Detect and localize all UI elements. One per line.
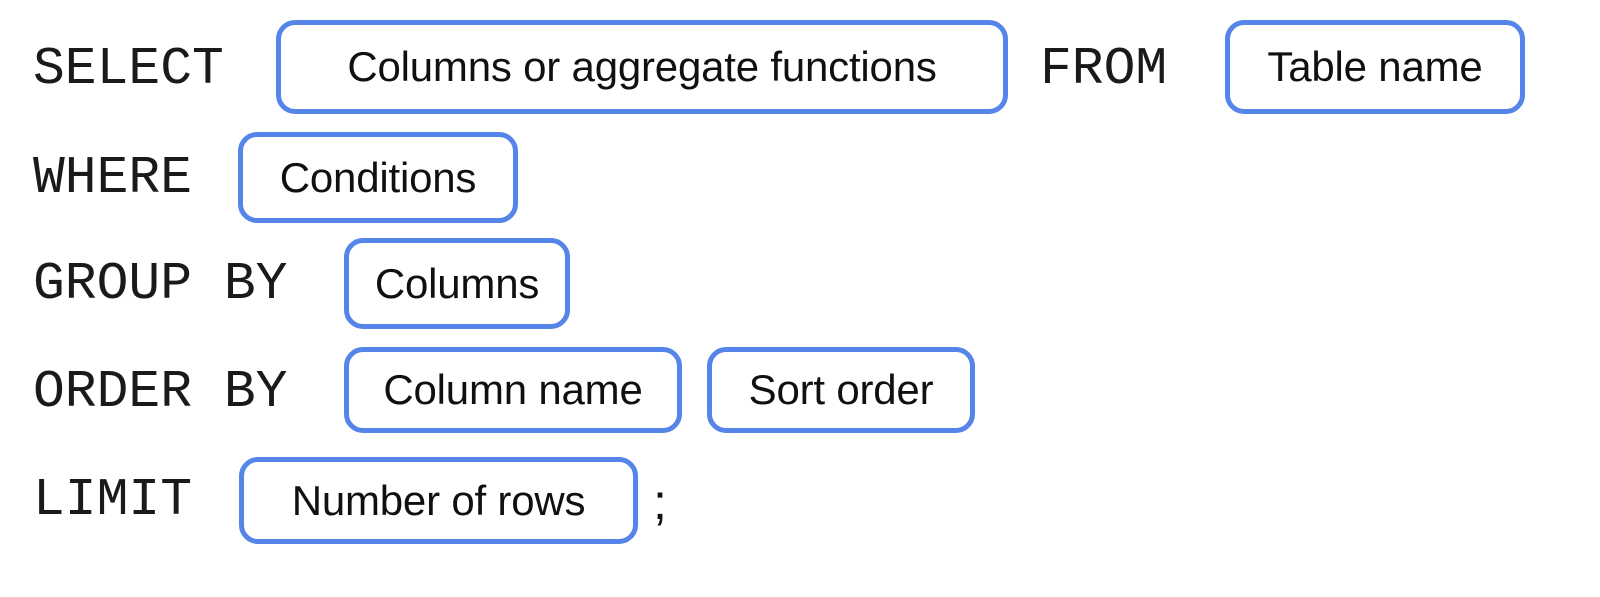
- slot-columns-or-aggregate-functions-label: Columns or aggregate functions: [347, 43, 937, 90]
- slot-number-of-rows[interactable]: Number of rows: [239, 457, 638, 544]
- keyword-from: FROM: [1040, 39, 1168, 99]
- slot-table-name[interactable]: Table name: [1225, 20, 1525, 114]
- statement-terminator-semicolon: ;: [653, 474, 667, 530]
- slot-conditions-label: Conditions: [279, 153, 477, 201]
- slot-conditions[interactable]: Conditions: [238, 132, 518, 223]
- slot-columns-or-aggregate-functions[interactable]: Columns or aggregate functions: [276, 20, 1008, 114]
- keyword-order-by: ORDER BY: [33, 362, 288, 422]
- keyword-where: WHERE: [33, 148, 193, 208]
- keyword-group-by: GROUP BY: [33, 254, 288, 314]
- slot-table-name-label: Table name: [1267, 43, 1483, 90]
- slot-sort-order[interactable]: Sort order: [707, 347, 975, 433]
- slot-group-by-columns-label: Columns: [374, 259, 540, 307]
- keyword-limit: LIMIT: [33, 470, 193, 530]
- slot-sort-order-label: Sort order: [748, 366, 934, 413]
- slot-order-by-column-name-label: Column name: [383, 366, 643, 413]
- slot-order-by-column-name[interactable]: Column name: [344, 347, 682, 433]
- slot-group-by-columns[interactable]: Columns: [344, 238, 570, 329]
- slot-number-of-rows-label: Number of rows: [291, 476, 586, 524]
- keyword-select: SELECT: [33, 39, 224, 99]
